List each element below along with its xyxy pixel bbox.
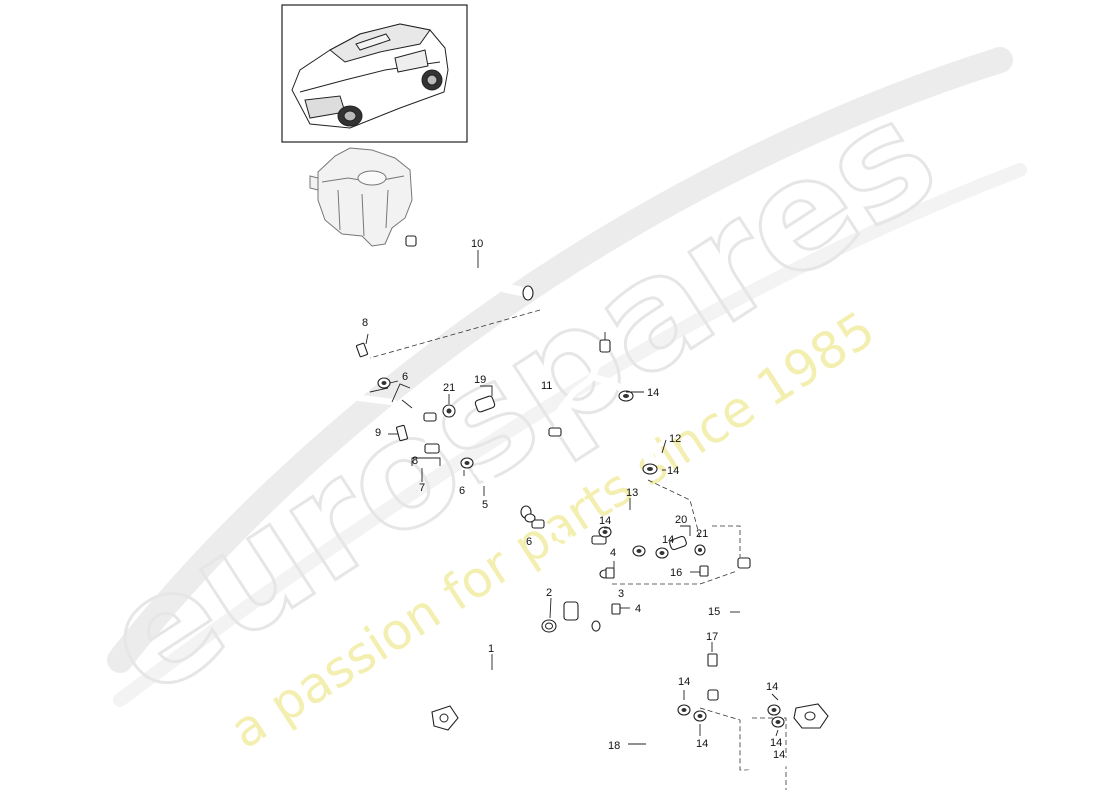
callout-16: 16: [670, 567, 682, 579]
o-ring-2: [541, 597, 557, 633]
callouts: 10 8 6 21 19 11 14 12 9 8 7 6 14 5 13 14…: [362, 238, 785, 761]
callout-18: 18: [608, 740, 620, 752]
callout-7: 7: [419, 482, 425, 494]
hose-10: [405, 235, 534, 301]
pipe-1: [431, 625, 541, 731]
clamp-14-b: [632, 545, 646, 557]
hose-18: [628, 715, 789, 789]
clamp-14-g: [771, 716, 785, 728]
coolant-reservoir-icon: [309, 147, 413, 247]
callout-14-h: 14: [696, 738, 708, 750]
pipe-7-assembly: [334, 360, 440, 454]
connector-flange: [793, 703, 829, 729]
bolt-4-upper: [605, 561, 615, 579]
callout-8-bottom: 8: [412, 455, 418, 467]
pipe-11: [548, 332, 624, 437]
clamp-6-mid: [460, 457, 474, 476]
callout-9: 9: [375, 427, 381, 439]
callout-4-upper: 4: [610, 547, 616, 559]
callout-10: 10: [471, 238, 483, 250]
watermark-swoosh-2: [113, 163, 1027, 707]
callout-14-a: 14: [647, 387, 659, 399]
clamp-14-f: [767, 704, 781, 716]
callout-6-upper: 6: [402, 371, 408, 383]
callout-5: 5: [482, 499, 488, 511]
pipe-15: [707, 535, 755, 701]
watermark: eurospares a passion for parts since 198…: [73, 47, 1027, 760]
clamp-14-e: [693, 710, 707, 722]
callout-15: 15: [708, 606, 720, 618]
callout-17: 17: [706, 631, 718, 643]
callout-14-c: 14: [599, 515, 611, 527]
callout-4-lower: 4: [635, 603, 641, 615]
clamp-21-left: [442, 394, 456, 418]
callout-14-d: 14: [662, 534, 674, 546]
bracket-7-8: [411, 457, 441, 466]
bolt-8: [355, 333, 369, 358]
callout-8-top: 8: [362, 317, 368, 329]
bolt-17: [707, 642, 718, 667]
callout-14-i: 14: [773, 749, 785, 761]
vehicle-thumbnail: [281, 4, 468, 143]
clamp-6-lower: [524, 513, 536, 523]
leader-lines: [421, 391, 779, 737]
callout-1: 1: [488, 643, 494, 655]
bolt-4-lower: [611, 603, 630, 615]
clamp-14-d: [677, 704, 691, 716]
watermark-brand: eurospares: [75, 68, 965, 730]
callout-6-mid: 6: [459, 485, 465, 497]
callout-12: 12: [669, 433, 681, 445]
callout-11: 11: [541, 380, 552, 392]
callout-14-e: 14: [678, 676, 690, 688]
clamp-14-a: [598, 526, 612, 538]
hose-12: [618, 390, 658, 475]
bolt-9: [388, 424, 409, 442]
callout-14-b: 14: [667, 465, 679, 477]
callout-20: 20: [675, 514, 687, 526]
callout-3: 3: [618, 588, 624, 600]
callout-13: 13: [626, 487, 638, 499]
sleeve-20: [669, 525, 691, 551]
callout-6-lower: 6: [526, 536, 532, 548]
callout-14-f: 14: [766, 681, 778, 693]
pipe-3: [531, 519, 611, 632]
hose-13: [616, 498, 646, 550]
callout-21-right: 21: [696, 528, 708, 540]
callout-19: 19: [474, 374, 486, 386]
clamp-6-upper: [377, 377, 399, 389]
callout-21-left: 21: [443, 382, 455, 394]
callout-2: 2: [546, 587, 552, 599]
sleeve-19: [474, 385, 496, 413]
bolt-16: [690, 565, 709, 577]
clamp-14-c: [655, 547, 669, 559]
suv-vehicle-icon: [291, 23, 449, 129]
callout-14-g: 14: [770, 737, 782, 749]
watermark-swoosh: [107, 47, 1013, 673]
clamp-21-right: [694, 544, 706, 556]
